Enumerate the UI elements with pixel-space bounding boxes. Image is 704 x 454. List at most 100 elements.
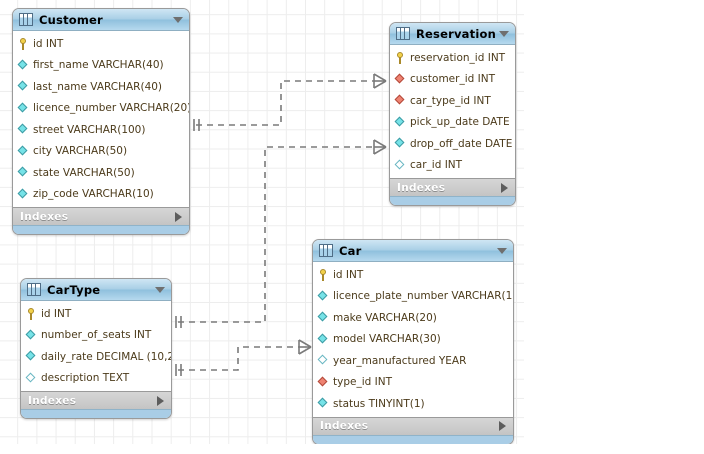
column-label: type_id INT [333, 376, 392, 389]
column-label: first_name VARCHAR(40) [33, 59, 164, 72]
indexes-section-car[interactable]: Indexes [313, 416, 513, 435]
column-row[interactable]: drop_off_date DATE [390, 133, 515, 155]
diamond-cyan-icon [317, 290, 329, 302]
column-row[interactable]: pick_up_date DATE [390, 112, 515, 134]
table-footer-strip [21, 409, 171, 418]
column-label: licence_plate_number VARCHAR(10) [333, 290, 514, 303]
column-label: pick_up_date DATE [410, 116, 510, 129]
column-label: street VARCHAR(100) [33, 123, 146, 136]
column-row[interactable]: model VARCHAR(30) [313, 329, 513, 351]
chevron-down-icon[interactable] [497, 247, 507, 254]
column-row[interactable]: id INT [313, 264, 513, 286]
indexes-label: Indexes [28, 394, 77, 407]
diamond-cyan-icon [17, 59, 29, 71]
column-row[interactable]: customer_id INT [390, 69, 515, 91]
table-name-label: Reservation [416, 26, 496, 41]
key-icon [318, 268, 329, 281]
column-row[interactable]: first_name VARCHAR(40) [13, 55, 189, 77]
column-label: city VARCHAR(50) [33, 145, 128, 158]
table-header-car[interactable]: Car [313, 240, 513, 262]
column-row[interactable]: car_type_id INT [390, 90, 515, 112]
diamond-cyan-icon [17, 123, 29, 135]
cardinality-many-reservation-customer [373, 73, 387, 89]
column-row[interactable]: year_manufactured YEAR [313, 350, 513, 372]
connector-customer-reservation [196, 80, 375, 126]
chevron-right-icon[interactable] [499, 421, 506, 431]
column-row[interactable]: zip_code VARCHAR(10) [13, 184, 189, 206]
column-label: daily_rate DECIMAL (10,2) [41, 350, 172, 363]
column-row[interactable]: make VARCHAR(20) [313, 307, 513, 329]
diamond-cyan-icon [17, 188, 29, 200]
column-label: model VARCHAR(30) [333, 333, 441, 346]
indexes-section-customer[interactable]: Indexes [13, 207, 189, 225]
diamond-cyan-icon [17, 80, 29, 92]
indexes-section-reservation[interactable]: Indexes [390, 178, 515, 196]
diamond-cyan-icon [317, 397, 329, 409]
column-label: licence_number VARCHAR(20) [33, 102, 190, 115]
table-icon [19, 13, 33, 26]
column-row[interactable]: description TEXT [21, 368, 171, 390]
chevron-right-icon[interactable] [175, 211, 182, 222]
column-row[interactable]: id INT [21, 303, 171, 325]
column-row[interactable]: city VARCHAR(50) [13, 141, 189, 163]
chevron-down-icon[interactable] [499, 30, 509, 37]
chevron-down-icon[interactable] [155, 286, 165, 293]
column-row[interactable]: reservation_id INT [390, 47, 515, 69]
column-row[interactable]: licence_plate_number VARCHAR(10) [313, 286, 513, 308]
table-footer-strip [390, 196, 515, 205]
column-row[interactable]: type_id INT [313, 372, 513, 394]
table-name-label: Car [339, 243, 362, 258]
table-icon [319, 244, 333, 257]
cardinality-one-cartype-lower [175, 364, 182, 376]
table-car[interactable]: Car id INT licence_plate_number VARCHAR(10… [312, 239, 514, 445]
column-label: id INT [333, 268, 364, 281]
column-list: id INT number_of_seats INT daily_rate DECI… [21, 301, 171, 391]
diamond-cyan-icon [394, 116, 406, 128]
table-reservation[interactable]: Reservation reservation_id INT customer_id… [389, 22, 516, 206]
column-row[interactable]: state VARCHAR(50) [13, 162, 189, 184]
column-row[interactable]: id INT [13, 33, 189, 55]
diamond-cyan-icon [17, 145, 29, 157]
table-header-reservation[interactable]: Reservation [390, 23, 515, 45]
column-label: drop_off_date DATE [410, 137, 513, 150]
table-header-customer[interactable]: Customer [13, 9, 189, 31]
diamond-open-icon [25, 372, 37, 384]
table-footer-strip [313, 434, 513, 444]
column-row[interactable]: licence_number VARCHAR(20) [13, 98, 189, 120]
column-label: year_manufactured YEAR [333, 354, 467, 367]
diamond-cyan-icon [17, 102, 29, 114]
table-header-cartype[interactable]: CarType [21, 279, 171, 301]
column-label: car_type_id INT [410, 94, 491, 107]
cardinality-one-customer [193, 119, 200, 131]
column-list: id INT licence_plate_number VARCHAR(10) ma… [313, 262, 513, 417]
column-label: last_name VARCHAR(40) [33, 80, 163, 93]
table-name-label: Customer [39, 12, 103, 27]
column-row[interactable]: number_of_seats INT [21, 325, 171, 347]
column-label: number_of_seats INT [41, 329, 152, 342]
column-label: status TINYINT(1) [333, 397, 425, 410]
diamond-cyan-icon [25, 329, 37, 341]
column-row[interactable]: daily_rate DECIMAL (10,2) [21, 346, 171, 368]
indexes-label: Indexes [320, 420, 369, 432]
diamond-red-icon [394, 94, 406, 106]
column-label: customer_id INT [410, 73, 495, 86]
chevron-down-icon[interactable] [173, 16, 183, 23]
table-customer[interactable]: Customer id INT first_name VARCHAR(40) last… [12, 8, 190, 235]
indexes-section-cartype[interactable]: Indexes [21, 391, 171, 409]
chevron-right-icon[interactable] [157, 395, 164, 406]
cardinality-many-reservation-cartype [373, 139, 387, 155]
diamond-cyan-icon [317, 333, 329, 345]
table-footer-strip [13, 225, 189, 234]
column-row[interactable]: status TINYINT(1) [313, 393, 513, 415]
chevron-right-icon[interactable] [501, 182, 508, 193]
column-list: reservation_id INT customer_id INT car_typ… [390, 45, 515, 178]
column-row[interactable]: last_name VARCHAR(40) [13, 76, 189, 98]
diamond-red-icon [317, 376, 329, 388]
indexes-label: Indexes [20, 210, 69, 223]
column-row[interactable]: car_id INT [390, 155, 515, 177]
column-label: description TEXT [41, 372, 130, 385]
column-row[interactable]: street VARCHAR(100) [13, 119, 189, 141]
